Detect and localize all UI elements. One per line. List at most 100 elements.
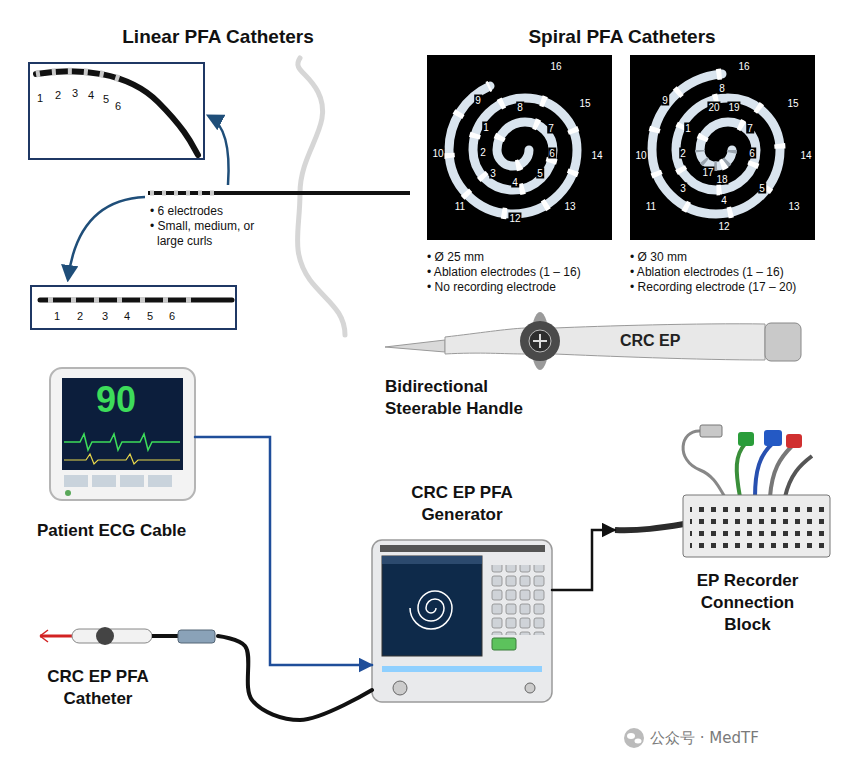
- electrode-number: 11: [454, 201, 466, 212]
- linear-catheter-art: [298, 193, 346, 335]
- electrode-number: 3: [489, 168, 497, 179]
- steerable-handle-art: [529, 330, 551, 352]
- spiral-catheter-art: [652, 74, 780, 214]
- electrode-number: 13: [563, 201, 576, 212]
- pfa-generator-art: [410, 591, 452, 629]
- electrode-number: 12: [717, 221, 730, 232]
- electrode-number: 15: [578, 98, 591, 109]
- electrode-number: 13: [787, 201, 800, 212]
- electrode-number: 14: [799, 150, 812, 161]
- connection-block: EP Recorder Connection Block: [615, 420, 835, 560]
- connection-block-art: [683, 431, 725, 497]
- steerable-handle-art: [445, 324, 765, 360]
- electrode-number: 5: [536, 168, 544, 179]
- signal-arrow: [552, 530, 615, 590]
- linear-catheter-art: [68, 58, 410, 335]
- watermark-icon: [624, 728, 644, 748]
- electrode-number: 6: [168, 310, 176, 322]
- spiral-catheter-art: [427, 55, 612, 240]
- electrode-number: 9: [661, 95, 669, 106]
- electrode-number: 18: [715, 174, 728, 185]
- ecg-monitor-art: [65, 490, 71, 496]
- ecg-monitor-art: [64, 434, 180, 450]
- spiral-catheter-art: [449, 86, 577, 214]
- steerable-handle-art: [531, 312, 549, 370]
- electrode-number: 4: [123, 310, 131, 322]
- electrode-number: 3: [101, 310, 109, 322]
- electrode-number: 1: [36, 92, 44, 104]
- steerable-handle-art: [385, 340, 445, 352]
- catheter-cable: [218, 636, 372, 720]
- electrode-number: 1: [482, 122, 490, 133]
- spiral-catheter-panel: 12345678910111213141516: [427, 55, 612, 240]
- electrode-number: 17: [701, 167, 714, 178]
- electrode-number: 14: [590, 150, 603, 161]
- feature-bullet: • Ablation electrodes (1 – 16): [427, 265, 581, 280]
- electrode-number: 6: [114, 100, 122, 112]
- steerable-handle-art: [533, 334, 547, 348]
- electrode-number: 19: [727, 102, 740, 113]
- catheter-inset: 123456: [30, 285, 237, 330]
- component-label: 90: [96, 380, 136, 420]
- spiral-catheter-art: [427, 55, 815, 240]
- pfa-catheter-art: [40, 635, 72, 638]
- spiral-catheter-art: [700, 150, 732, 166]
- component-label: Patient ECG Cable: [37, 520, 186, 542]
- feature-bullet: • 6 electrodes: [150, 204, 223, 219]
- electrode-number: 7: [746, 123, 754, 134]
- electrode-number: 4: [720, 195, 728, 206]
- electrode-number: 8: [718, 83, 726, 94]
- watermark: 公众号 · MedTF: [650, 729, 759, 747]
- connection-block-art: [615, 524, 684, 530]
- electrode-number: 10: [431, 148, 444, 159]
- pfa-generator-art: [382, 556, 482, 564]
- pfa-generator-art: [525, 683, 535, 693]
- pfa-catheter-art: [178, 630, 215, 643]
- feature-bullet: • Ablation electrodes (1 – 16): [630, 265, 784, 280]
- electrode-number: 2: [479, 147, 487, 158]
- electrode-number: 9: [474, 95, 482, 106]
- electrode-number: 6: [748, 148, 756, 159]
- feature-bullet: • Ø 30 mm: [630, 250, 687, 265]
- electrode-number: 3: [71, 87, 79, 99]
- section-heading: Linear PFA Catheters: [108, 26, 328, 48]
- component-label: CRC EP PFA Generator: [397, 482, 527, 526]
- ecg-monitor-art: [148, 475, 172, 487]
- ecg-monitor-art: [92, 475, 116, 487]
- electrode-number: 1: [53, 310, 61, 322]
- pfa-catheter-art: [40, 630, 48, 642]
- electrode-number: 5: [146, 310, 154, 322]
- catheter-inset: 123456: [28, 62, 205, 160]
- ecg-monitor-art: [62, 378, 183, 470]
- feature-bullet: • Ø 25 mm: [427, 250, 484, 265]
- pfa-catheter: CRC EP PFA Catheter: [38, 622, 218, 650]
- ecg-monitor-art: [64, 454, 180, 464]
- electrode-number: 5: [102, 93, 110, 105]
- feature-bullet: • No recording electrode: [427, 280, 556, 295]
- component-label: EP Recorder Connection Block: [690, 570, 805, 636]
- linear-catheter-inset-art: [36, 71, 232, 300]
- linear-catheter-inset-art: [36, 71, 198, 155]
- electrode-number: 2: [679, 148, 687, 159]
- ecg-monitor: 90Patient ECG Cable: [50, 368, 195, 500]
- pfa-generator-art: [382, 666, 542, 672]
- watermark-icon: [627, 733, 635, 739]
- section-heading: Spiral PFA Catheters: [512, 26, 732, 48]
- connection-block-art: [683, 495, 830, 557]
- ecg-monitor-art: [64, 475, 88, 487]
- component-label: CRC EP PFA Catheter: [38, 666, 158, 710]
- pfa-generator-art: [490, 565, 546, 635]
- electrode-number: 10: [634, 150, 647, 161]
- pfa-generator-art: [372, 540, 552, 702]
- feature-bullet: • Recording electrode (17 – 20): [630, 280, 796, 295]
- linear-catheter-art: [209, 116, 229, 185]
- pfa-generator: CRC EP PFA Generator: [372, 540, 552, 702]
- electrode-number: 2: [54, 89, 62, 101]
- steerable-handle-art: [520, 321, 560, 361]
- linear-catheter-inset-art: [36, 71, 198, 155]
- connection-block-art: [615, 425, 830, 557]
- pfa-generator-art: [492, 638, 516, 650]
- pfa-generator-art: [372, 540, 552, 702]
